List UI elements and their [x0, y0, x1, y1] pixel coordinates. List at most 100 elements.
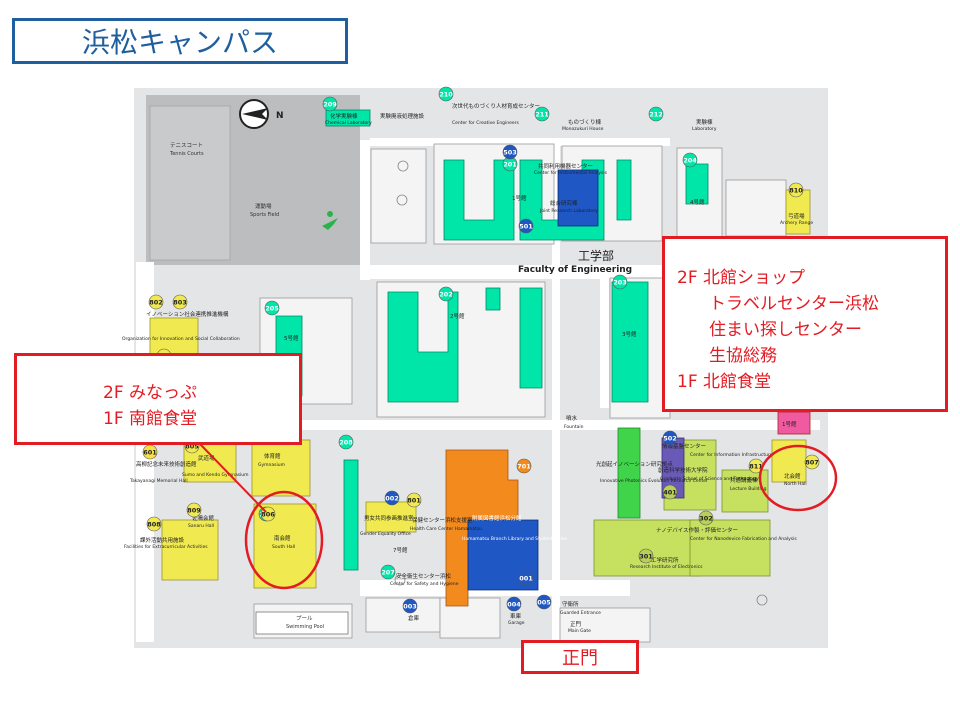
tennis-courts [149, 105, 231, 261]
pool-ja: プール [296, 615, 313, 622]
library-ja: 附属図書館浜松分館 [472, 514, 522, 522]
callout-north-hall: 2F 北館ショップ トラベルセンター浜松 住まい探しセンター 生協総務 1F 北… [662, 236, 948, 412]
badge-circle [172, 294, 188, 310]
south-ja: 南会館 [274, 534, 291, 542]
b3-label: 3号館 [622, 330, 637, 338]
north-ja: 北会館 [784, 472, 801, 480]
creative-en: Center for Creative Engineers [452, 120, 520, 126]
lecture-en: Lecture Building [730, 486, 767, 492]
swimming-pool [255, 611, 349, 635]
badge-number: 208 [339, 438, 353, 446]
badge-number: 002 [385, 494, 399, 502]
faculty-ja: 工学部 [578, 248, 614, 263]
badge-number: 210 [439, 90, 453, 98]
electronics-en: Research Institute of Electronics [630, 564, 703, 570]
badge-number: 701 [517, 462, 531, 470]
extra-en: Facilities for Extracurricular Activitie… [124, 544, 208, 550]
callout-south-line1: 2F みなっぷ [103, 383, 197, 403]
b4-label: 4号館 [690, 198, 705, 206]
nanovis-ja: ナノデバイス作製・評価センター [656, 526, 738, 534]
badge-number: 003 [403, 602, 417, 610]
callout-north-line2: トラベルセンター浜松 [709, 294, 879, 314]
badge-number: 807 [805, 458, 819, 466]
safety-en: Center for Safety and Hygiene [390, 581, 459, 587]
lecture-ja: 共通講義棟 [730, 476, 758, 484]
badge-number: 005 [537, 598, 551, 606]
library-building [445, 449, 539, 607]
badge-circle [438, 286, 454, 302]
photonics-en: Innovative Photonics Evolution Research … [600, 478, 708, 484]
nanovis-en: Center for Nanodevice Fabrication and An… [690, 536, 797, 542]
badge-number: 805 [185, 442, 199, 450]
garage-en: Garage [508, 620, 525, 626]
grad-en: Graduate School of Science and Technolog… [660, 476, 759, 482]
badge-circle [186, 502, 202, 518]
chem-en: Chemical Laboratory [325, 120, 372, 126]
badge-number: 202 [439, 290, 453, 298]
badge-number: 203 [613, 278, 627, 286]
b1n-label: 1号館 [782, 420, 797, 428]
badge-circle [612, 274, 628, 290]
badge-circle [648, 106, 664, 122]
badge-circle [518, 218, 534, 234]
safety-ja: 安全衛生センター浜松 [396, 572, 452, 580]
badge-circle [516, 458, 532, 474]
badge-circle [788, 182, 804, 198]
gender-en: Gender Equality Office [360, 531, 411, 537]
instr-en: Center for Instrumental Analysis [534, 170, 608, 176]
sports-ja: 運動場 [255, 202, 272, 210]
badge-circle [506, 596, 522, 612]
fountain-en: Fountain [564, 424, 584, 430]
grad-ja: 創造科学技術大学院 [658, 466, 708, 474]
gym-ja: 体育館 [264, 452, 281, 460]
badge-number: 207 [381, 568, 395, 576]
callout-north-line5: 1F 北館食堂 [677, 372, 771, 392]
extra-ja: 課外活動共用施設 [140, 536, 185, 544]
badge-circle [438, 86, 454, 102]
badge-number: 803 [173, 298, 187, 306]
takayanagi-en: Takayanagi Memorial Hall [129, 478, 188, 484]
innov-en: Organization for Innovation and Social C… [122, 336, 240, 342]
badge-number: 301 [639, 552, 653, 560]
sports-en: Sports Field [250, 212, 279, 218]
b1-label: 1号館 [512, 194, 527, 202]
page-title: 浜松キャンパス [12, 18, 348, 64]
badge-circle [146, 516, 162, 532]
tennis-en: Tennis Courts [169, 151, 204, 157]
olive-buildings [593, 439, 771, 577]
badge-circle [338, 434, 354, 450]
badge-circle [384, 490, 400, 506]
innov-ja: イノベーション社会連携推進機構 [146, 310, 229, 318]
badge-number: 808 [147, 520, 161, 528]
building-labels: 化学実験棟 Chemical Laboratory 実験廃液処理施設 次世代もの… [122, 102, 813, 634]
monozukuri-en: Monozukuri House [562, 126, 604, 132]
badge-number: 209 [323, 100, 337, 108]
joint-ja: 総合研究棟 [550, 199, 578, 207]
fountain-ja: 噴水 [566, 414, 578, 422]
badge-circle [502, 144, 518, 160]
health-ja: 保健センター浜松支援室 [412, 516, 473, 524]
badge-circle [698, 510, 714, 526]
b2-label: 2号館 [450, 312, 465, 320]
svg-text:N: N [276, 111, 284, 121]
library-en: Hamamatsu Branch Library and Student Uni… [462, 536, 567, 542]
sanaru-ja: 佐鳴会館 [192, 514, 215, 522]
badge-circle [402, 598, 418, 614]
north-hall-building [777, 411, 811, 435]
south-hall-highlight [244, 490, 324, 590]
badge-number: 004 [507, 600, 521, 608]
badge-circle [536, 594, 552, 610]
badge-circle [142, 444, 158, 460]
badge-number: 204 [683, 156, 697, 164]
badge-circle [264, 300, 280, 316]
waste-ja: 実験廃液処理施設 [380, 112, 425, 120]
callout-north-line3: 住まい探しセンター [709, 320, 862, 340]
guard-ja: 守衛所 [562, 600, 579, 608]
badge-number: 501 [519, 222, 533, 230]
badge-number: 212 [649, 110, 663, 118]
badge-circle [662, 484, 678, 500]
gate-ja: 正門 [570, 621, 582, 628]
instr-ja: 共同利用機器センター [538, 162, 593, 170]
callout-south-line2: 1F 南館食堂 [103, 409, 197, 429]
